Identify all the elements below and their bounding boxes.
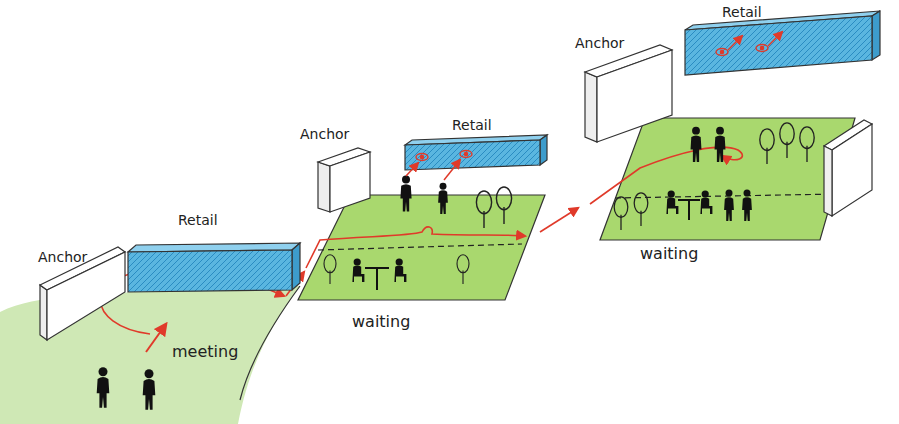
building-face [330,152,370,212]
eye [416,45,768,161]
building-face [585,72,597,142]
building-label: Anchor [300,126,349,142]
retail-building: Retail [118,204,306,296]
building-face [685,16,872,75]
label-holder: meeting [172,342,238,361]
zone-label: meeting [172,343,238,361]
building-shape [680,1,885,80]
ground [0,286,300,424]
plaza [600,118,855,240]
meeting-arrow [146,324,166,352]
building-label: Anchor [575,35,624,51]
wall [824,120,872,150]
building-face [292,243,300,290]
walk-path [306,227,525,268]
retail-building: Retail [680,1,885,80]
building-label: Retail [722,4,762,20]
walk-path [540,208,578,232]
zone-label: waiting [352,313,410,331]
label-holder: waiting [640,244,698,263]
building-face [872,11,880,60]
table [365,268,389,290]
building-face [128,250,292,292]
divider [615,194,838,198]
retail-building: Retail [400,112,550,174]
zone-label: waiting [640,245,698,263]
table [678,200,700,220]
gaze-arrow [406,32,782,180]
building-face [40,285,47,340]
building-face [405,140,540,170]
building-label: Retail [452,117,492,133]
wall [832,124,872,216]
building-face [47,252,125,340]
label-holder: waiting [352,312,410,331]
anchor-building: Anchor [294,118,376,216]
building-face [318,162,330,212]
divider [318,244,522,250]
anchor-building: Anchor [28,236,133,344]
wall [824,146,832,216]
building-label: Anchor [38,249,87,265]
ground-edge [240,286,300,400]
walk-path [590,147,742,204]
building-face [540,135,547,165]
anchor-building: Anchor [572,30,676,146]
building-label: Retail [178,212,218,228]
building-face [597,50,672,142]
